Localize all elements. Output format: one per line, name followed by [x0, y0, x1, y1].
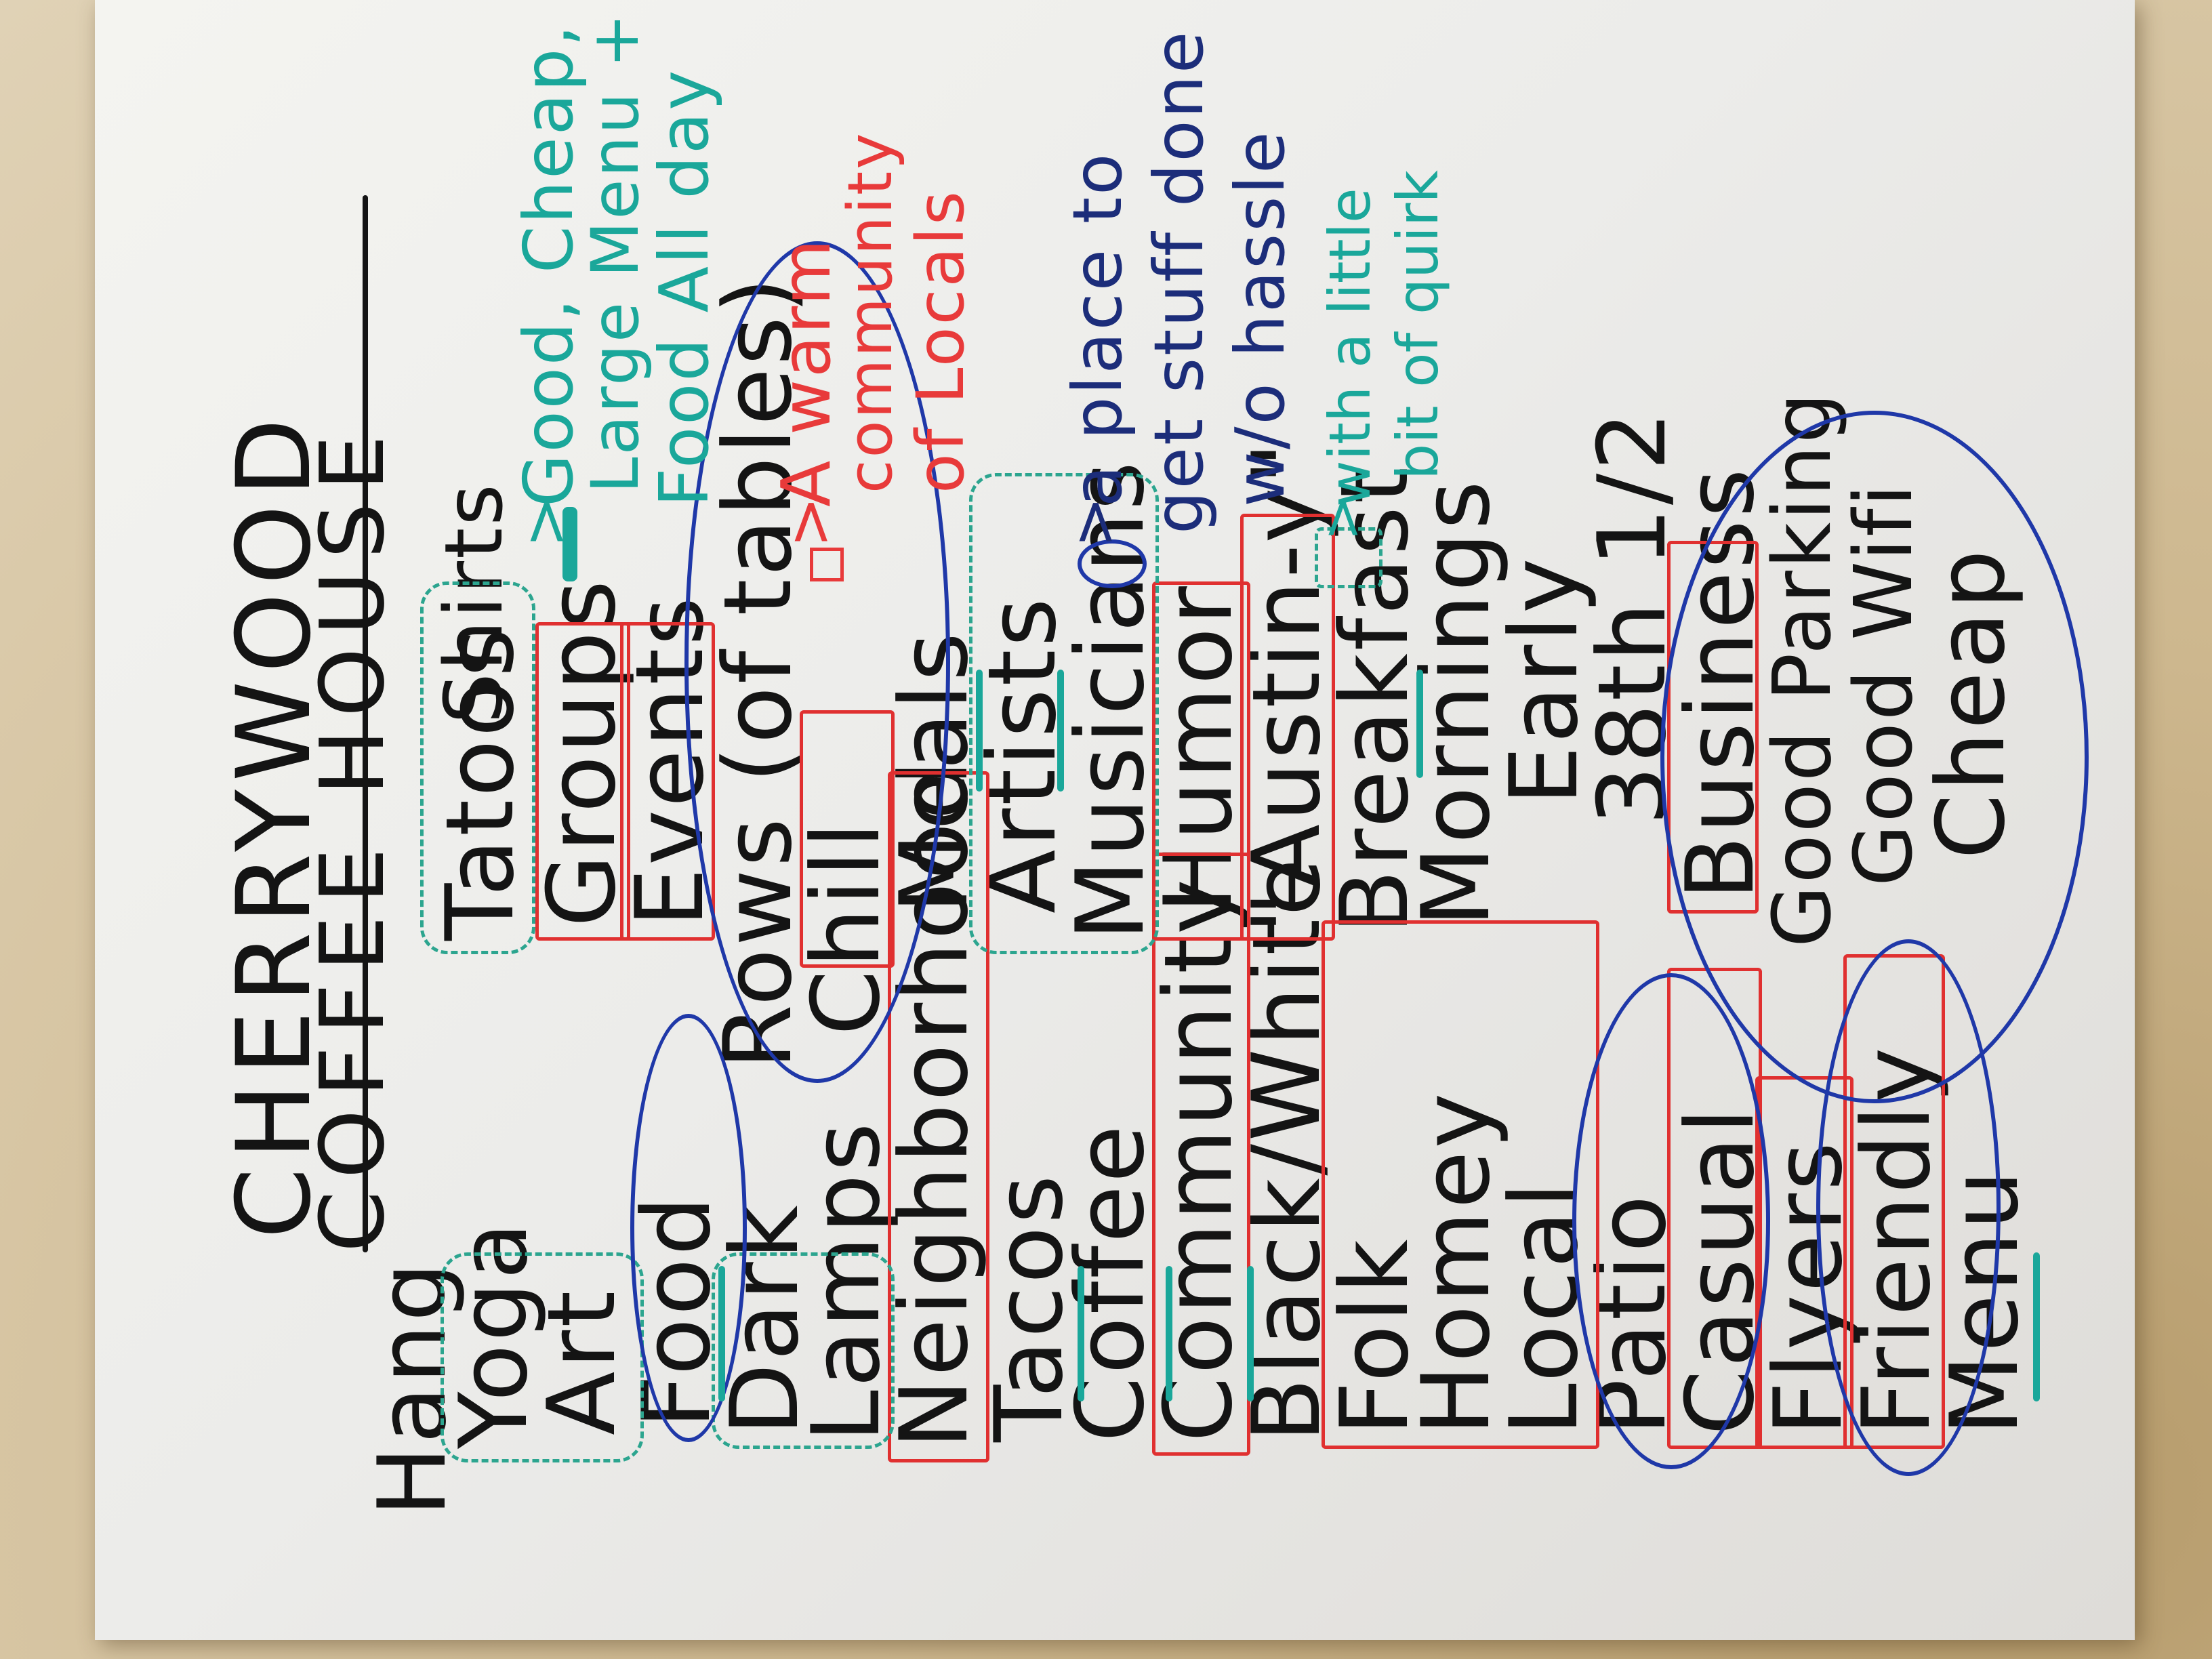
- oval-food: [630, 1014, 747, 1442]
- legend-community-line-1: A warm: [766, 237, 846, 507]
- underline-food: [718, 1266, 725, 1401]
- box-humor: [1152, 581, 1250, 941]
- underline-tacos: [1078, 1266, 1084, 1401]
- legend-stuff-line-1: a place to: [1058, 151, 1137, 507]
- legend-food-line-1: Good, Cheap,: [509, 22, 588, 507]
- title-underline: [363, 195, 368, 1252]
- underline-community: [1247, 1266, 1254, 1401]
- underline-artists: [1057, 670, 1064, 792]
- box-folk-homey-local: [1322, 920, 1599, 1449]
- title-line-2: COFFEE HOUSE: [301, 422, 404, 1252]
- legend-quirk-line-1: with a little: [1317, 188, 1383, 507]
- oval-patio-casual: [1572, 973, 1770, 1469]
- legend-stuff-line-2: get stuff done: [1139, 29, 1218, 534]
- dashed-hang-yoga-art: [441, 1252, 644, 1462]
- underline-breakfast: [1416, 670, 1423, 778]
- legend-quirk-line-2: bit of quirk: [1385, 169, 1451, 480]
- dashed-tatoos: [420, 581, 535, 954]
- box-groups: [535, 622, 630, 941]
- underline-coffee: [1166, 1266, 1172, 1401]
- underline-menu: [2033, 1252, 2040, 1401]
- legend-food-line-3: Food All day: [644, 68, 724, 507]
- oval-friendly: [1816, 939, 2001, 1476]
- legend-swatch-red: [810, 548, 844, 581]
- legend-community-line-2: community: [835, 131, 906, 493]
- legend-community-line-3: of Locals: [903, 189, 979, 493]
- paper-sheet: [95, 0, 2135, 1640]
- underline-meals: [976, 670, 983, 792]
- legend-stuff-line-3: w/o hassle: [1221, 129, 1300, 507]
- legend-food-line-2: Large Menu +: [577, 11, 653, 493]
